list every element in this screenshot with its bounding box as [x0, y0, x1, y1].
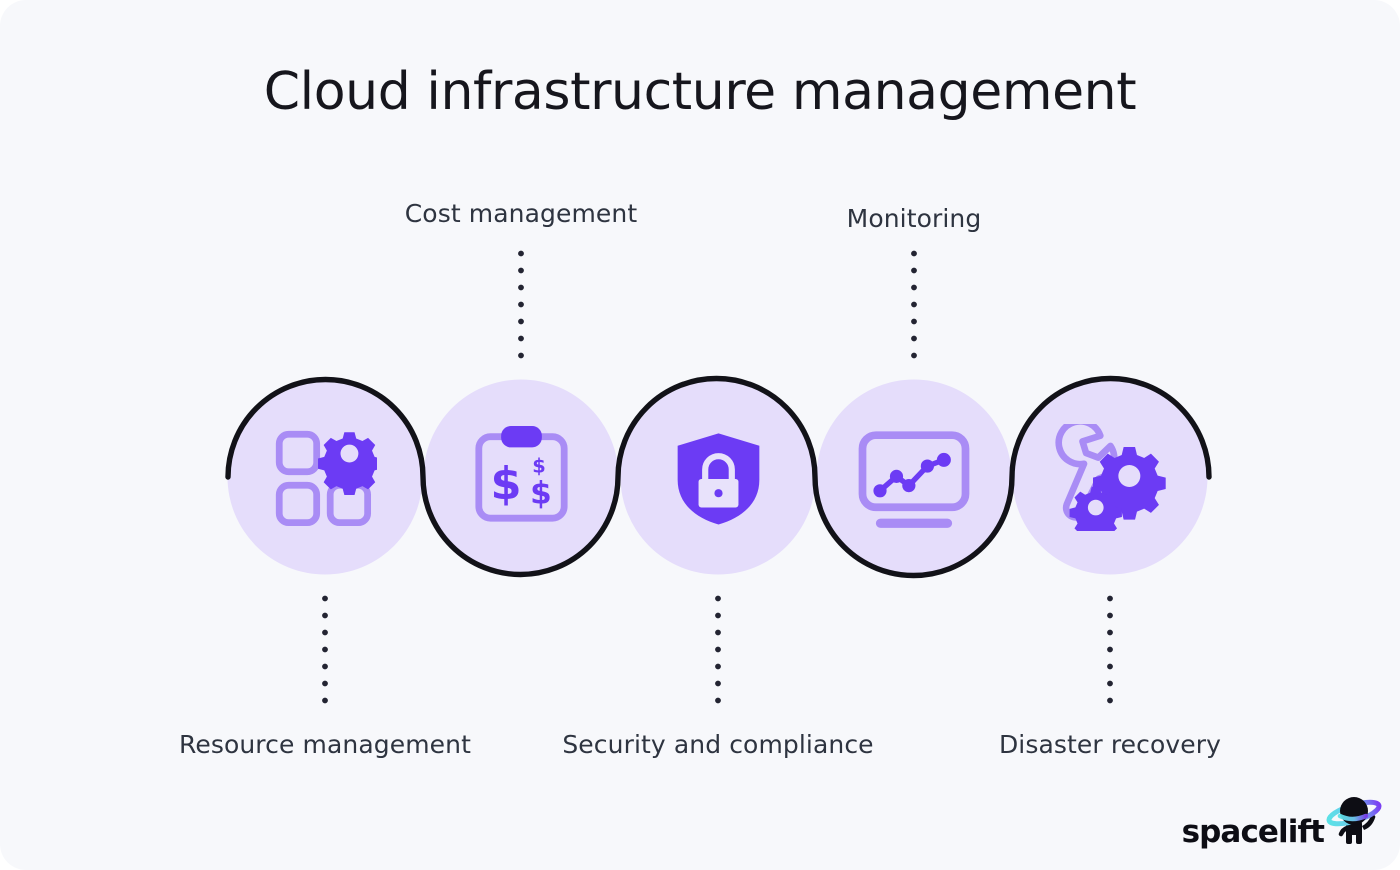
connector-dot: [715, 680, 721, 687]
node-label-monitoring: Monitoring: [846, 204, 982, 233]
connector-dot: [518, 352, 524, 359]
node-label-disaster-recovery: Disaster recovery: [998, 730, 1222, 759]
dotted-connectors: [322, 250, 1113, 704]
node-label-cost-management: Cost management: [404, 199, 638, 228]
dotted-connector-cost-management: [518, 250, 524, 359]
connector-dot: [1107, 629, 1113, 636]
connector-dot: [322, 663, 328, 670]
connector-dot: [518, 284, 524, 291]
connector-dot: [911, 352, 917, 359]
connector-dot: [518, 318, 524, 325]
spacelift-logo[interactable]: spacelift: [1182, 796, 1382, 850]
connector-dot: [1107, 595, 1113, 602]
connector-dot: [715, 629, 721, 636]
serpentine-wave-path: [225, 375, 1212, 579]
connector-dot: [715, 697, 721, 704]
connector-dot: [715, 663, 721, 670]
connector-dot: [1107, 646, 1113, 653]
connector-dot: [911, 301, 917, 308]
connector-dot: [911, 250, 917, 257]
connector-dot: [911, 267, 917, 274]
node-label-security-and-compliance: Security and compliance: [562, 730, 874, 759]
connector-dot: [715, 646, 721, 653]
spacelift-wordmark: spacelift: [1181, 814, 1325, 850]
dotted-connector-resource-management: [322, 595, 328, 704]
page-title: Cloud infrastructure management: [263, 62, 1137, 122]
node-label-resource-management: Resource management: [179, 730, 471, 759]
connector-dot: [1107, 697, 1113, 704]
connector-dot: [518, 250, 524, 257]
connector-dot: [518, 301, 524, 308]
dotted-connector-monitoring: [911, 250, 917, 359]
connector-dot: [911, 284, 917, 291]
node-circle-resource-management[interactable]: [227, 379, 423, 575]
connector-dot: [322, 697, 328, 704]
connector-dot: [1107, 612, 1113, 619]
connector-dot: [715, 595, 721, 602]
connector-dot: [715, 612, 721, 619]
connector-dot: [322, 629, 328, 636]
dotted-connector-security-and-compliance: [715, 595, 721, 704]
connector-dot: [322, 595, 328, 602]
connector-dot: [322, 612, 328, 619]
connector-dot: [1107, 663, 1113, 670]
connector-dot: [911, 335, 917, 342]
connector-dot: [322, 646, 328, 653]
connector-dot: [911, 318, 917, 325]
dotted-connector-disaster-recovery: [1107, 595, 1113, 704]
connector-dot: [518, 335, 524, 342]
connector-dot: [1107, 680, 1113, 687]
connector-dot: [322, 680, 328, 687]
astronaut-planet-icon: [1326, 797, 1382, 844]
connector-dot: [518, 267, 524, 274]
